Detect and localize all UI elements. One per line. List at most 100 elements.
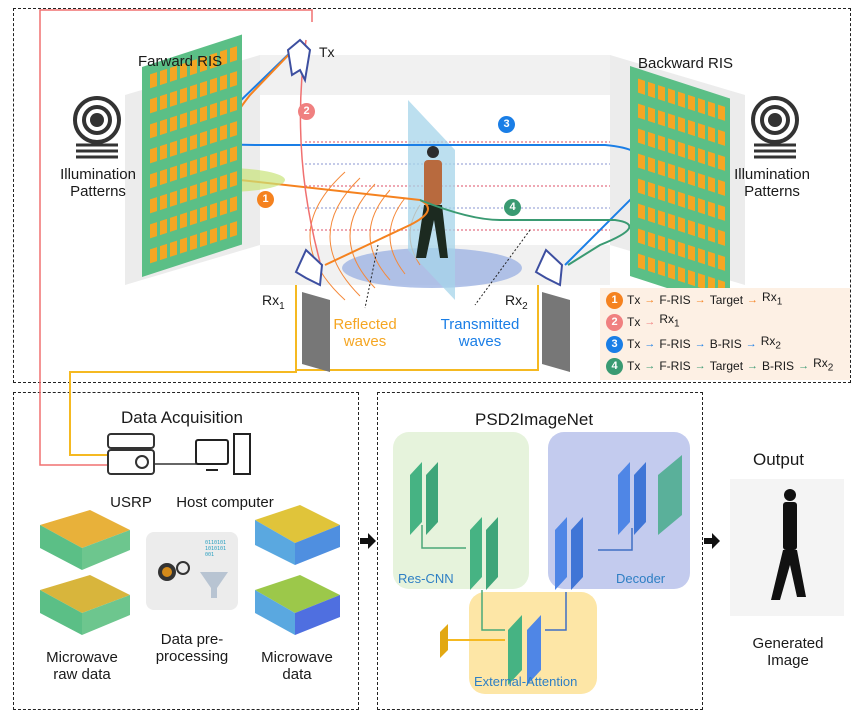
legend-step: F-RIS xyxy=(659,359,691,373)
forward-ris-label: Farward RIS xyxy=(138,53,223,70)
legend-badge: 4 xyxy=(606,357,623,375)
usrp-icon xyxy=(107,433,155,475)
output-silhouette xyxy=(771,489,806,600)
backward-ris-label: Backward RIS xyxy=(638,55,734,72)
legend-arrow-icon: → xyxy=(745,338,757,350)
binary-stream: 0110101 1010101 001 xyxy=(205,540,226,558)
rx1-antenna-icon xyxy=(294,248,324,287)
external-attention-label: External-Attention xyxy=(474,674,578,689)
decoder-up-arrow xyxy=(598,528,633,551)
legend-arrow-icon: → xyxy=(694,360,706,372)
legend-arrow-icon: → xyxy=(694,338,706,350)
legend-arrow-icon: → xyxy=(747,360,759,372)
reflected-waves-label: Reflected waves xyxy=(320,316,410,350)
legend-step: Tx xyxy=(627,315,641,329)
path-badge-4: 4 xyxy=(504,199,521,216)
binary-line: 1010101 xyxy=(205,546,227,552)
legend-badge: 1 xyxy=(606,291,623,309)
legend-step: Rx1 xyxy=(762,290,783,308)
caption-line1: Generated xyxy=(752,635,824,652)
tx-antenna-icon xyxy=(286,38,312,84)
legend-badge: 3 xyxy=(606,335,623,353)
attention-layers xyxy=(440,615,541,685)
tx-cable xyxy=(39,9,313,466)
legend-arrow-icon: → xyxy=(644,360,656,372)
rx1-text: Rx xyxy=(262,292,280,308)
path-badge-3: 3 xyxy=(498,116,515,133)
binary-line: 001 xyxy=(205,552,215,558)
illumination-right-line2: Patterns xyxy=(744,183,800,200)
rx1-silhouette-image xyxy=(302,292,330,372)
raw-data-plots xyxy=(40,510,130,635)
res-cnn-layers xyxy=(410,462,498,590)
processed-data-line2: data xyxy=(282,666,312,683)
ceiling-band xyxy=(260,55,610,95)
legend-arrow-icon: → xyxy=(644,294,656,306)
caption-line2: Image xyxy=(767,652,809,669)
reflected-line1: Reflected xyxy=(333,316,397,333)
rx1-label: Rx1 xyxy=(262,291,285,316)
tx-label: Tx xyxy=(319,44,335,60)
processed-data-line1: Microwave xyxy=(261,649,333,666)
rx2-cable xyxy=(296,285,539,371)
legend-arrow-icon: → xyxy=(747,294,759,306)
legend-badge: 2 xyxy=(606,313,623,331)
transmitted-line1: Transmitted xyxy=(440,316,520,333)
path-badge-2: 2 xyxy=(298,103,315,120)
decoder-label: Decoder xyxy=(616,571,666,586)
host-computer-label: Host computer xyxy=(176,494,274,511)
legend-step: F-RIS xyxy=(659,337,691,351)
rx2-subscript: 2 xyxy=(522,300,528,312)
illumination-left-line1: Illumination xyxy=(60,166,136,183)
reflected-pointer xyxy=(364,244,379,309)
generated-image-caption: Generated Image xyxy=(733,635,843,669)
flow-arrow-1-icon xyxy=(360,533,376,549)
legend-step: B-RIS xyxy=(709,337,742,351)
path-4 xyxy=(419,199,631,266)
network-title: PSD2ImageNet xyxy=(475,410,594,429)
legend-step: Rx1 xyxy=(659,312,680,330)
legend-arrow-icon: → xyxy=(644,338,656,350)
cnn-to-attention-arrow xyxy=(481,590,505,631)
legend-step: Tx xyxy=(627,359,641,373)
preprocessing-line2: processing xyxy=(155,648,229,665)
transmitted-waves-label: Transmitted waves xyxy=(430,316,530,350)
legend-step: Tx xyxy=(627,337,641,351)
illumination-label-right: Illumination Patterns xyxy=(722,166,822,200)
processed-data-plots xyxy=(255,505,340,635)
binary-line: 0110101 xyxy=(205,540,227,546)
flow-arrow-2-icon xyxy=(704,533,720,549)
illumination-left-line2: Patterns xyxy=(70,183,126,200)
usrp-label: USRP xyxy=(110,494,152,511)
illumination-pattern-right-icon xyxy=(751,93,799,163)
legend-step: F-RIS xyxy=(659,293,691,307)
preprocessing-line1: Data pre- xyxy=(160,631,224,648)
raw-data-line2: raw data xyxy=(53,666,111,683)
incident-waves xyxy=(305,141,610,231)
path-badge-1: 1 xyxy=(257,191,274,208)
rx1-subscript: 1 xyxy=(279,300,285,312)
res-cnn-label: Res-CNN xyxy=(398,571,454,586)
data-acquisition-title: Data Acquisition xyxy=(121,408,243,427)
attention-to-decoder-arrow xyxy=(545,592,567,631)
rx2-text: Rx xyxy=(505,292,523,308)
legend-step: B-RIS xyxy=(762,359,795,373)
rx2-label: Rx2 xyxy=(505,291,528,316)
illumination-label-left: Illumination Patterns xyxy=(48,166,148,200)
output-title: Output xyxy=(753,450,805,469)
legend-step: Tx xyxy=(627,293,641,307)
legend-step: Target xyxy=(709,293,744,307)
legend-step: Target xyxy=(709,359,744,373)
preprocessing-label: Data pre- processing xyxy=(142,631,242,665)
raw-data-label: Microwave raw data xyxy=(32,649,132,683)
decoder-layers xyxy=(555,455,682,590)
rx2-silhouette-image xyxy=(542,292,570,372)
legend-step: Rx2 xyxy=(813,356,834,374)
reflected-line2: waves xyxy=(343,333,387,350)
